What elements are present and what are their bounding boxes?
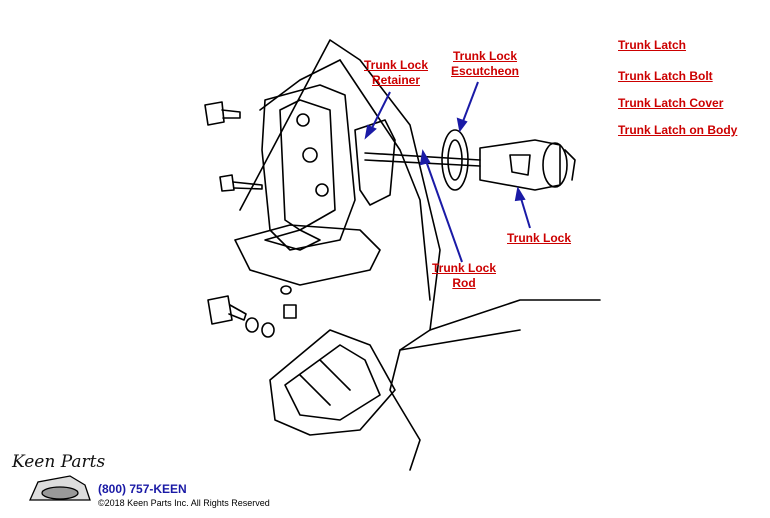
callout-rod-line2[interactable]: Rod — [452, 276, 476, 290]
link-trunk-latch[interactable]: Trunk Latch — [618, 38, 687, 52]
escutcheon-ring — [441, 129, 469, 191]
callout-escutcheon-line1[interactable]: Trunk Lock — [453, 49, 518, 63]
rod-arrow — [424, 157, 463, 263]
keen-parts-logo: Keen Parts — [12, 452, 106, 472]
callout-escutcheon-line2[interactable]: Escutcheon — [451, 64, 520, 78]
link-trunk-latch-cover[interactable]: Trunk Latch Cover — [618, 96, 724, 110]
callout-rod-line1[interactable]: Trunk Lock — [432, 261, 497, 275]
phone-number[interactable]: (800) 757-KEEN — [98, 482, 187, 496]
link-trunk-latch-bolt[interactable]: Trunk Latch Bolt — [618, 69, 713, 83]
callout-trunk-lock-escutcheon[interactable]: Trunk Lock Escutcheon — [451, 49, 519, 79]
lock-arrow — [519, 194, 531, 229]
latch-bracket — [261, 84, 356, 251]
escutcheon-arrow — [461, 81, 479, 125]
bolt-lower — [207, 295, 233, 325]
callout-retainer-line1[interactable]: Trunk Lock — [364, 58, 429, 72]
link-trunk-latch-on-body[interactable]: Trunk Latch on Body — [618, 123, 738, 137]
body-panel — [239, 39, 441, 471]
retainer-part — [354, 119, 396, 206]
callout-trunk-lock[interactable]: Trunk Lock — [507, 231, 572, 245]
copyright-notice: ©2018 Keen Parts Inc. All Rights Reserve… — [98, 498, 270, 508]
logo-car-icon — [28, 475, 91, 501]
retainer-arrow — [369, 91, 391, 133]
bolt-top — [204, 101, 225, 126]
callout-trunk-lock-rod[interactable]: Trunk Lock Rod — [432, 261, 496, 291]
latch-cover — [269, 329, 396, 436]
callout-retainer-line2[interactable]: Retainer — [371, 73, 421, 87]
callout-trunk-lock-retainer[interactable]: Trunk Lock Retainer — [364, 58, 428, 88]
bolt-mid — [219, 174, 235, 192]
